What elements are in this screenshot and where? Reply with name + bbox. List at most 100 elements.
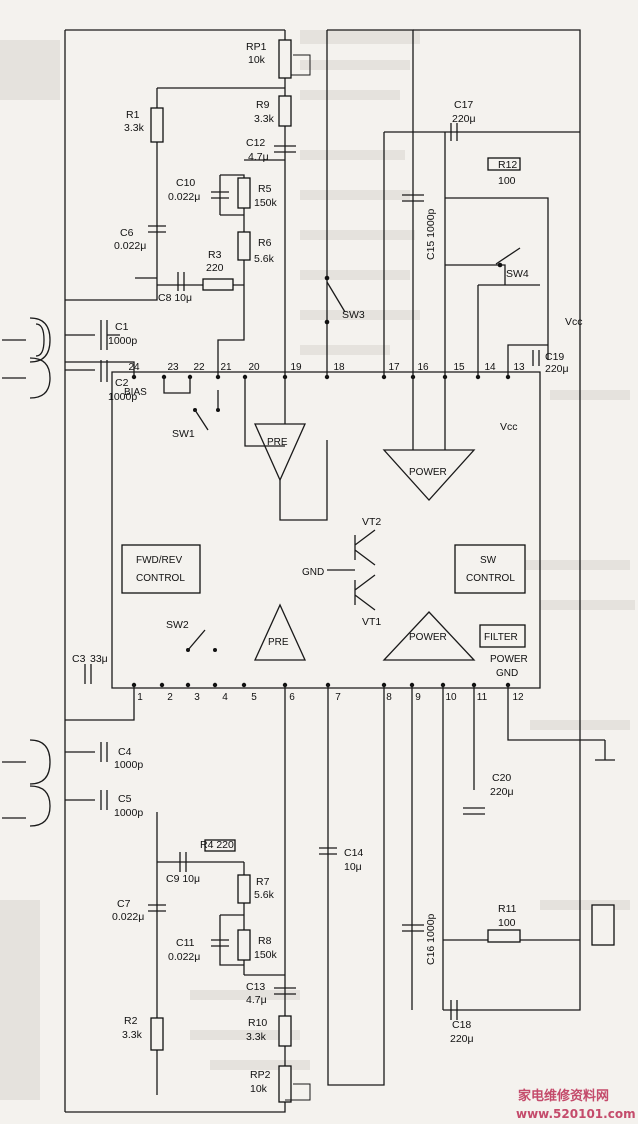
pins-bottom: 1 2 3 4 5 6 7 8 9 10 11 12	[137, 692, 524, 703]
lower-network-wires	[65, 620, 605, 1113]
pin-10: 10	[445, 692, 457, 703]
label-c12: C12	[246, 137, 265, 149]
label-vt2: VT2	[362, 516, 381, 528]
pin-dots	[131, 374, 511, 688]
label-r8-val: 150k	[254, 949, 278, 961]
label-power-gnd-1: POWER	[490, 654, 528, 665]
label-c10: C10	[176, 177, 195, 189]
pin-17: 17	[388, 362, 400, 373]
label-r8: R8	[258, 935, 272, 947]
label-r7-val: 5.6k	[254, 889, 275, 901]
pin-19: 19	[290, 362, 302, 373]
label-c13: C13	[246, 981, 265, 993]
label-c5: C5	[118, 793, 132, 805]
label-sw4: SW4	[506, 268, 529, 280]
label-c7: C7	[117, 898, 131, 910]
label-c16: C16 1000p	[425, 913, 437, 965]
label-c10-val: 0.022μ	[168, 191, 200, 203]
pin-2: 2	[167, 692, 173, 703]
label-c1: C1	[115, 321, 129, 333]
label-r10: R10	[248, 1017, 267, 1029]
pin-6: 6	[289, 692, 295, 703]
label-r3: R3	[208, 249, 222, 261]
lower-components: C3 33μ C4 1000p C5 1000p R4 220 C9 10μ C…	[2, 653, 615, 1103]
label-r11-val: 100	[498, 917, 516, 929]
label-c7-val: 0.022μ	[112, 911, 144, 923]
label-c2: C2	[115, 377, 129, 389]
label-r9-val: 3.3k	[254, 113, 275, 125]
label-c6: C6	[120, 227, 134, 239]
pin-1: 1	[137, 692, 143, 703]
pin-3: 3	[194, 692, 200, 703]
label-c11: C11	[176, 937, 195, 949]
label-sw1: SW1	[172, 428, 195, 440]
label-r5-val: 150k	[254, 197, 278, 209]
label-r7: R7	[256, 876, 270, 888]
label-r5: R5	[258, 183, 272, 195]
pin-20: 20	[248, 362, 260, 373]
label-c1-val: 1000p	[108, 335, 137, 347]
label-c3-val: 33μ	[90, 653, 108, 665]
label-sw-line2: CONTROL	[466, 573, 515, 584]
label-power-gnd-2: GND	[496, 668, 518, 679]
label-r6-val: 5.6k	[254, 253, 275, 265]
label-r3-val: 220	[206, 262, 224, 274]
label-fwd-line1: FWD/REV	[136, 555, 182, 566]
label-r12-val: 100	[498, 175, 516, 187]
pin-18: 18	[333, 362, 345, 373]
label-r2-val: 3.3k	[122, 1029, 143, 1041]
label-c2-val: 1000p	[108, 391, 137, 403]
pin-14: 14	[484, 362, 496, 373]
label-r6: R6	[258, 237, 272, 249]
label-c17-val: 220μ	[452, 113, 476, 125]
label-r12: R12	[498, 159, 517, 171]
ic-internals: BIAS SW1 PRE POWER FWD/REV CONTROL VT2 V…	[121, 377, 528, 679]
pin-15: 15	[453, 362, 465, 373]
label-c20: C20	[492, 772, 511, 784]
label-c14: C14	[344, 847, 363, 859]
label-power-bottom: POWER	[409, 632, 447, 643]
label-gnd: GND	[302, 567, 324, 578]
pin-12: 12	[512, 692, 524, 703]
label-c19-val: 220μ	[545, 363, 569, 375]
pin-9: 9	[415, 692, 421, 703]
label-r2: R2	[124, 1015, 138, 1027]
upper-right-components: C17 220μ R12 100 C15 1000p SW4 SW3 Vcc C…	[324, 99, 583, 375]
pin-16: 16	[417, 362, 429, 373]
label-c3: C3	[72, 653, 86, 665]
pin-7: 7	[335, 692, 341, 703]
label-bias: BIAS	[124, 387, 147, 398]
label-vcc-mid: Vcc	[500, 421, 518, 433]
label-c9: C9 10μ	[166, 873, 200, 885]
label-c12-val: 4.7μ	[248, 151, 269, 163]
label-c15: C15 1000p	[425, 208, 437, 260]
label-r9: R9	[256, 99, 270, 111]
upper-network-wires	[64, 29, 311, 1112]
upper-components: RP1 10k R1 3.3k R9 3.3k C12 4.7μ C10 0.0…	[2, 39, 296, 403]
pin-5: 5	[251, 692, 257, 703]
pin-4: 4	[222, 692, 228, 703]
label-c17: C17	[454, 99, 473, 111]
label-c4-val: 1000p	[114, 759, 143, 771]
label-vcc-top: Vcc	[565, 316, 583, 328]
watermark-url: www.520101.com	[516, 1107, 636, 1121]
label-pre-bottom: PRE	[268, 637, 289, 648]
label-vt1: VT1	[362, 616, 381, 628]
label-power-top: POWER	[409, 467, 447, 478]
label-sw-line1: SW	[480, 555, 497, 566]
label-sw3: SW3	[342, 309, 365, 321]
pin-23: 23	[167, 362, 179, 373]
label-c5-val: 1000p	[114, 807, 143, 819]
label-c18-val: 220μ	[450, 1033, 474, 1045]
label-r1-val: 3.3k	[124, 122, 145, 134]
label-r1: R1	[126, 109, 140, 121]
label-c6-val: 0.022μ	[114, 240, 146, 252]
label-r11: R11	[498, 903, 517, 915]
pin-13: 13	[513, 362, 525, 373]
label-r10-val: 3.3k	[246, 1031, 267, 1043]
pin-8: 8	[386, 692, 392, 703]
label-c8: C8 10μ	[158, 292, 192, 304]
label-c13-val: 4.7μ	[246, 994, 267, 1006]
label-rp1-val: 10k	[248, 54, 266, 66]
